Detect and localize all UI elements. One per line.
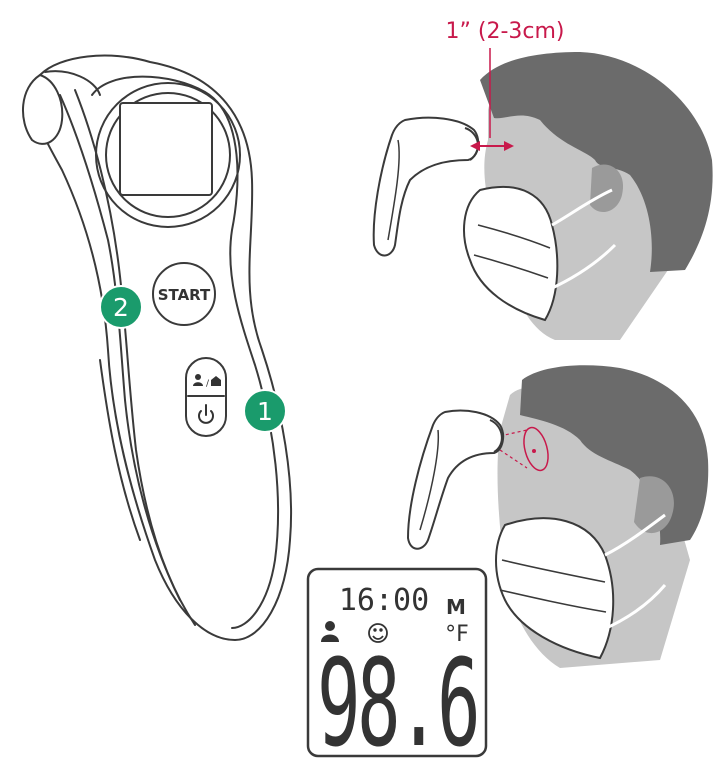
thermometer-side-view-bottom: [407, 409, 505, 550]
start-button[interactable]: START: [158, 286, 211, 304]
lcd-display: [306, 567, 488, 758]
svg-text:2: 2: [113, 293, 129, 322]
distance-arrow: [470, 48, 514, 151]
thermometer-side-view-top: [372, 116, 480, 257]
smiley-face-icon: [368, 623, 388, 643]
svg-text:1: 1: [257, 397, 273, 426]
step-badge-1: 1: [243, 389, 287, 433]
step-badge-2: 2: [99, 285, 143, 329]
power-icon[interactable]: [198, 404, 214, 424]
face-profile-bottom: [495, 365, 709, 668]
thermometer-device: [21, 54, 293, 641]
lcd-unit-label: °F: [445, 622, 469, 647]
person-home-icon[interactable]: /: [193, 374, 221, 389]
svg-text:/: /: [206, 379, 210, 389]
face-profile-top: [463, 52, 713, 340]
lcd-time: 16:00: [339, 583, 429, 618]
lcd-memory-label: M: [446, 595, 466, 619]
distance-label: 1” (2-3cm): [445, 19, 564, 44]
lcd-temperature: 98.6: [317, 635, 477, 761]
person-icon: [321, 621, 339, 642]
